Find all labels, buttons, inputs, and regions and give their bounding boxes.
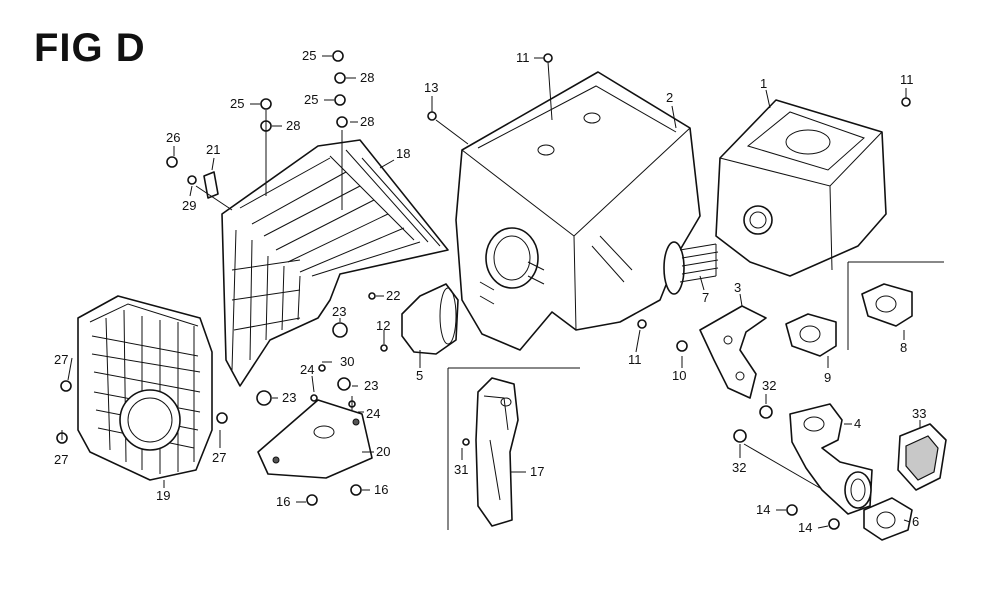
callout-5: 5 bbox=[416, 368, 423, 383]
fasteners bbox=[56, 50, 911, 530]
callout-labels: 11 25 28 25 25 28 28 13 2 1 11 26 21 18 … bbox=[54, 48, 926, 535]
callout-4: 4 bbox=[854, 416, 861, 431]
part-4-manifold bbox=[789, 403, 873, 515]
part-6-gasket bbox=[863, 497, 913, 541]
part-2-fan-shroud bbox=[455, 71, 701, 351]
part-1-fan-housing bbox=[715, 99, 887, 277]
callout-17: 17 bbox=[530, 464, 544, 479]
callout-25: 25 bbox=[302, 48, 316, 63]
part-8-gasket bbox=[861, 283, 913, 327]
callout-22: 22 bbox=[386, 288, 400, 303]
callout-13: 13 bbox=[424, 80, 438, 95]
callout-27: 27 bbox=[54, 352, 68, 367]
callout-2: 2 bbox=[666, 90, 673, 105]
callout-12: 12 bbox=[376, 318, 390, 333]
callout-28: 28 bbox=[286, 118, 300, 133]
callout-14: 14 bbox=[756, 502, 770, 517]
part-3-bracket bbox=[699, 305, 767, 399]
callout-23: 23 bbox=[364, 378, 378, 393]
callout-31: 31 bbox=[454, 462, 468, 477]
callout-24: 24 bbox=[300, 362, 314, 377]
callout-29: 29 bbox=[182, 198, 196, 213]
callout-26: 26 bbox=[166, 130, 180, 145]
leader-lines bbox=[61, 55, 921, 529]
callout-10: 10 bbox=[672, 368, 686, 383]
part-9-gasket bbox=[785, 313, 837, 357]
callout-8: 8 bbox=[900, 340, 907, 355]
callout-14: 14 bbox=[798, 520, 812, 535]
part-21-clip bbox=[203, 171, 219, 199]
callout-20: 20 bbox=[376, 444, 390, 459]
callout-28: 28 bbox=[360, 114, 374, 129]
callout-33: 33 bbox=[912, 406, 926, 421]
callout-28: 28 bbox=[360, 70, 374, 85]
callout-16: 16 bbox=[276, 494, 290, 509]
callout-18: 18 bbox=[396, 146, 410, 161]
callout-27: 27 bbox=[54, 452, 68, 467]
part-20-plate bbox=[257, 399, 373, 479]
callout-21: 21 bbox=[206, 142, 220, 157]
callout-11: 11 bbox=[516, 50, 530, 65]
callout-30: 30 bbox=[340, 354, 354, 369]
part-18-upper-frame bbox=[221, 139, 449, 387]
part-5-dome-cover bbox=[401, 283, 459, 355]
callout-3: 3 bbox=[734, 280, 741, 295]
callout-19: 19 bbox=[156, 488, 170, 503]
callout-11: 11 bbox=[628, 352, 642, 367]
callout-32: 32 bbox=[762, 378, 776, 393]
part-29-washer bbox=[187, 175, 197, 185]
callout-9: 9 bbox=[824, 370, 831, 385]
callout-24: 24 bbox=[366, 406, 380, 421]
part-17-belt-guard bbox=[475, 377, 519, 527]
callout-23: 23 bbox=[332, 304, 346, 319]
callout-23: 23 bbox=[282, 390, 296, 405]
callout-27: 27 bbox=[212, 450, 226, 465]
callout-7: 7 bbox=[702, 290, 709, 305]
callout-16: 16 bbox=[374, 482, 388, 497]
callout-25: 25 bbox=[230, 96, 244, 111]
callout-11: 11 bbox=[900, 72, 914, 87]
part-33-insulator bbox=[897, 423, 947, 491]
figure-title: FIG D bbox=[34, 26, 146, 70]
part-26-bolt bbox=[166, 156, 178, 168]
callout-6: 6 bbox=[912, 514, 919, 529]
callout-25: 25 bbox=[304, 92, 318, 107]
part-7-spring bbox=[663, 241, 719, 295]
callout-32: 32 bbox=[732, 460, 746, 475]
callout-1: 1 bbox=[760, 76, 767, 91]
part-19-frame-panel bbox=[77, 295, 213, 481]
